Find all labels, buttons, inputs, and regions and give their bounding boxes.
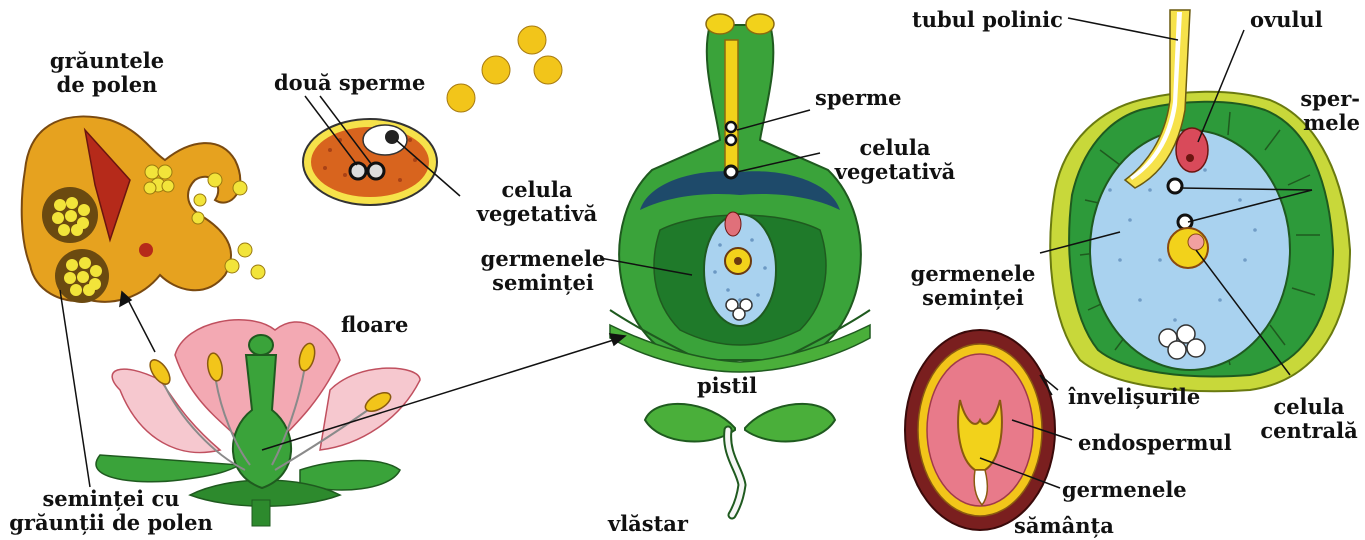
label-celula-centrala-l2: centrală (1255, 419, 1363, 443)
label-germenele-l1: germenele (478, 247, 608, 271)
label-samanta: sămânța (1014, 514, 1114, 538)
label-germenele-semintei-2: germenele seminței (908, 262, 1038, 310)
label-sperme: sperme (815, 86, 902, 110)
label-floare: floare (341, 313, 408, 337)
seed (905, 330, 1055, 530)
label-celula-vegetativa-1: celula vegetativă (467, 178, 607, 226)
floating-pollen (447, 26, 562, 112)
egg-cell (1176, 128, 1208, 172)
label-celula-veg-l2: vegetativă (467, 202, 607, 226)
label-celula-veg2-l2: vegetativă (825, 160, 965, 184)
label-graunte-l2: de polen (42, 73, 172, 97)
vegetative-nucleus (385, 130, 399, 144)
label-pistil: pistil (697, 374, 757, 398)
label-ovulul: ovulul (1250, 8, 1323, 32)
label-seminte-graunti: seminței cu grăunții de polen (6, 487, 216, 535)
anther-dot (139, 243, 153, 257)
anther-cross-section (22, 117, 265, 303)
seedling (645, 404, 835, 515)
label-seminte-l2: grăunții de polen (6, 511, 216, 535)
label-spermele-l2: mele (1290, 111, 1360, 135)
sperm-2 (368, 163, 384, 179)
label-celula-centrala: celula centrală (1255, 395, 1363, 443)
label-germenele-l2: seminței (478, 271, 608, 295)
label-germenele2-l1: germenele (908, 262, 1038, 286)
label-germenele-semintei-1: germenele seminței (478, 247, 608, 295)
label-germenele-3: germenele (1062, 478, 1187, 502)
vegetative-cell (363, 125, 407, 155)
label-celula-veg2-l1: celula (825, 136, 965, 160)
label-spermele: sper- mele (1290, 87, 1360, 135)
label-celula-vegetativa-2: celula vegetativă (825, 136, 965, 184)
label-seminte-l1: seminței cu (6, 487, 216, 511)
label-tubul-polinic: tubul polinic (912, 8, 1063, 32)
sperm-in-tube-2 (726, 135, 736, 145)
label-graunte-polen: grăuntele de polen (42, 49, 172, 97)
label-endospermul: endospermul (1078, 431, 1232, 455)
label-invelisurile: învelișurile (1068, 385, 1200, 409)
label-doua-sperme: două sperme (274, 71, 425, 95)
sperm-a (1168, 179, 1182, 193)
sperm-1 (350, 163, 366, 179)
label-germenele2-l2: seminței (908, 286, 1038, 310)
label-graunte-l1: grăuntele (42, 49, 172, 73)
label-celula-veg-l1: celula (467, 178, 607, 202)
label-spermele-l1: sper- (1290, 87, 1360, 111)
pistil-section (610, 14, 870, 372)
ovule-detail (1050, 10, 1350, 391)
label-vlastar: vlăstar (608, 512, 688, 536)
sperm-in-tube-1 (726, 122, 736, 132)
label-celula-centrala-l1: celula (1255, 395, 1363, 419)
vegetative-in-tube (725, 166, 737, 178)
